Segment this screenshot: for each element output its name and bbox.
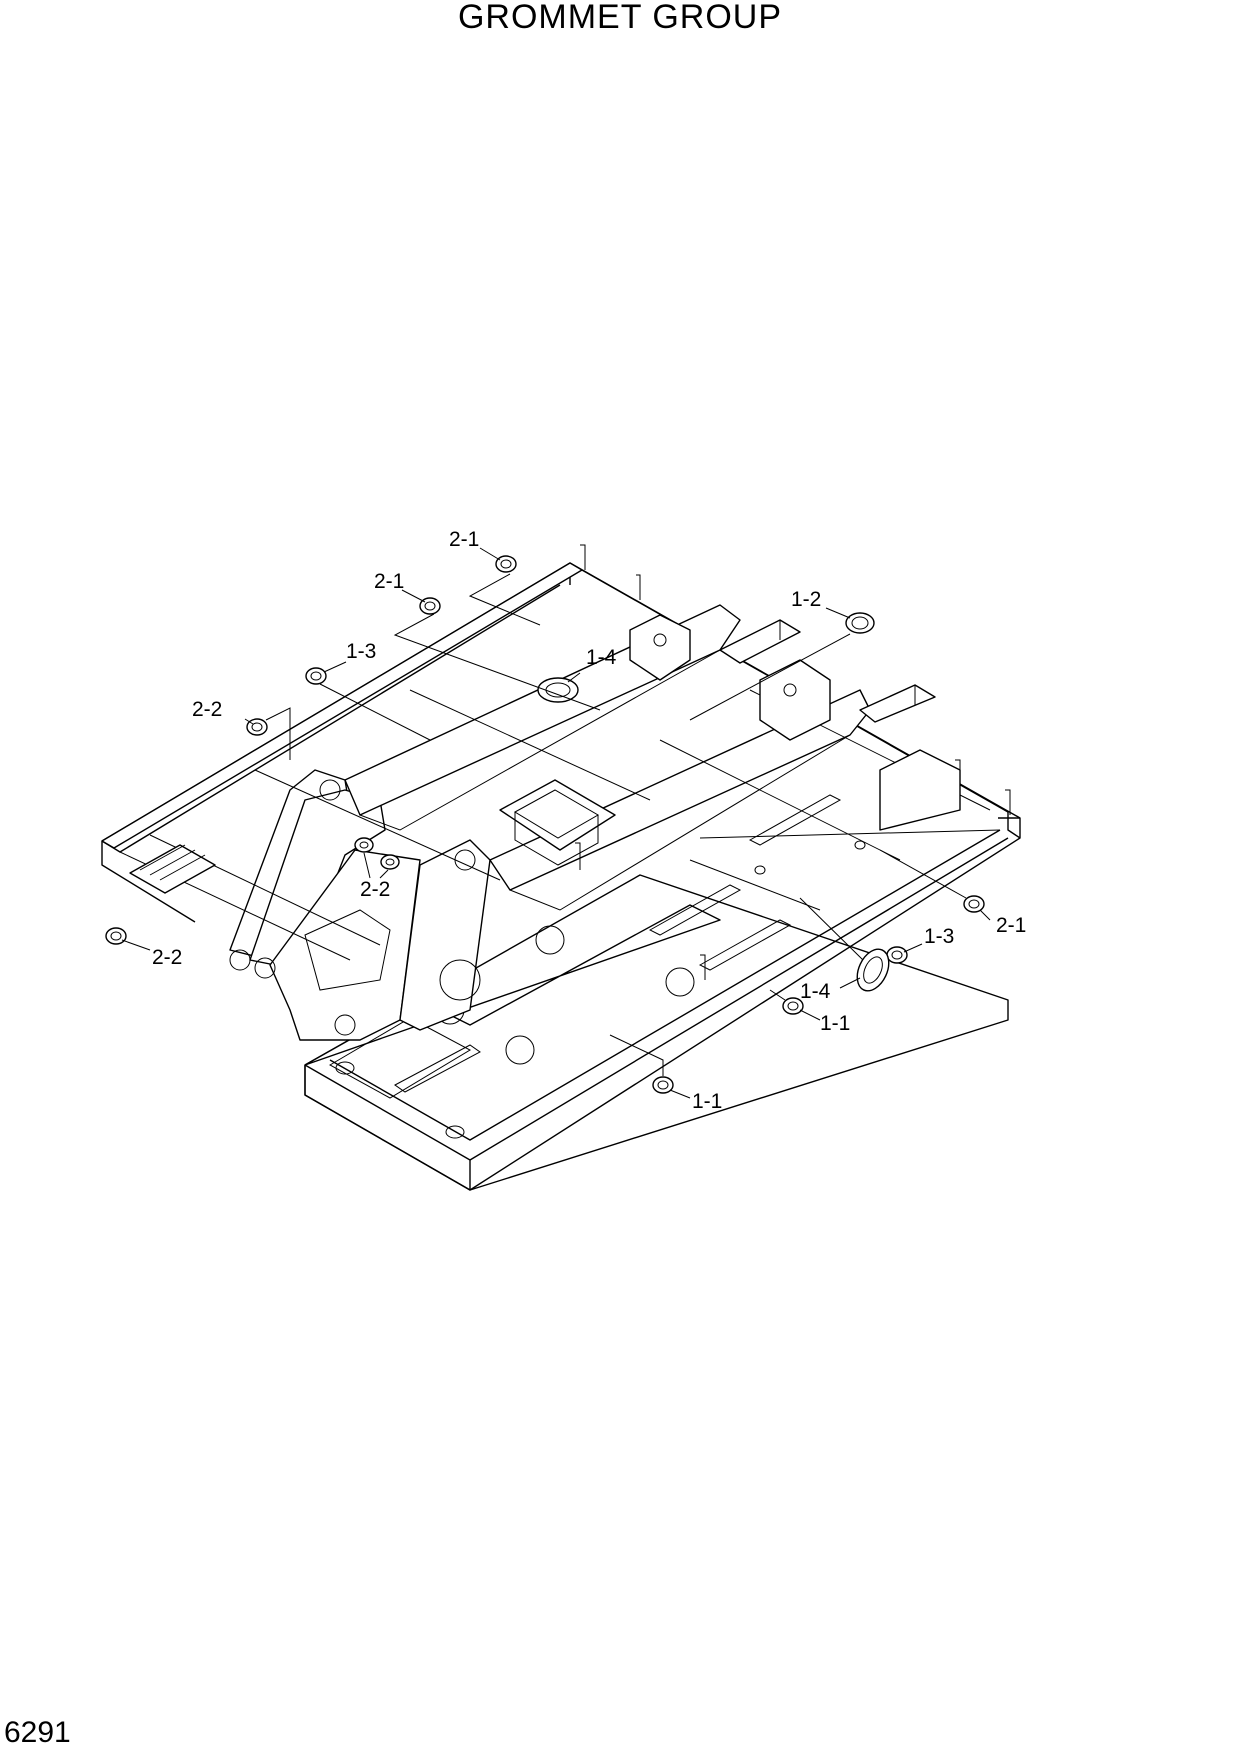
callout-1-3-right: 1-3 xyxy=(924,925,954,948)
grommet-2-2-center-b xyxy=(380,854,400,870)
grommet-1-1-bottom xyxy=(652,1076,674,1094)
grommet-1-3-right xyxy=(886,946,908,964)
grommet-1-3-left xyxy=(305,667,327,685)
callout-2-1-right: 2-1 xyxy=(996,914,1026,937)
callout-2-2-center: 2-2 xyxy=(360,878,390,901)
callout-2-1-mid: 2-1 xyxy=(374,570,404,593)
grommet-parts xyxy=(105,555,985,1094)
callout-labels: 2-1 2-1 1-2 1-3 1-4 2-2 2-2 2-2 2-1 1-3 … xyxy=(152,528,1026,1113)
callout-2-1-top: 2-1 xyxy=(449,528,479,551)
grommet-1-4-top xyxy=(537,677,579,703)
callout-1-3-left: 1-3 xyxy=(346,640,376,663)
page-title: GROMMET GROUP xyxy=(457,0,783,36)
callout-1-4-right: 1-4 xyxy=(800,980,831,1003)
callout-2-2-left: 2-2 xyxy=(192,698,222,721)
page-number: 6291 xyxy=(4,1716,71,1749)
callout-1-4-top: 1-4 xyxy=(586,646,617,669)
callout-1-1-bottom: 1-1 xyxy=(692,1090,722,1113)
upper-frame-structure xyxy=(101,544,1021,1191)
grommet-2-1-top xyxy=(495,555,517,573)
grommet-2-1-right xyxy=(963,895,985,913)
callout-1-1-right: 1-1 xyxy=(820,1012,850,1035)
grommet-2-2-bottom xyxy=(105,927,127,945)
grommet-1-1-right xyxy=(782,997,804,1015)
grommet-2-2-left xyxy=(246,718,268,736)
callout-1-2: 1-2 xyxy=(791,588,821,611)
callout-2-2-bottom: 2-2 xyxy=(152,946,182,969)
grommet-1-4-right xyxy=(856,948,890,992)
grommet-1-2 xyxy=(845,612,875,634)
leader-lines xyxy=(121,547,991,1099)
grommet-2-2-center-a xyxy=(354,837,374,853)
